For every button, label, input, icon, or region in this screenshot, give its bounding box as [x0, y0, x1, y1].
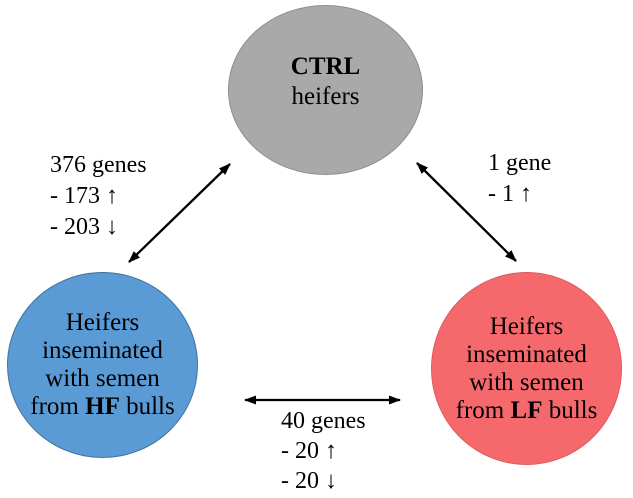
annotation-line: - 1 ↑	[488, 181, 532, 207]
annotation-line: - 20 ↑	[281, 438, 337, 464]
annotation-ctrl-lf: 1 gene - 1 ↑	[488, 148, 551, 210]
node-hf-line4: from HF bulls	[30, 393, 175, 420]
node-lf-line3: with semen	[469, 368, 584, 396]
node-lf-line2: inseminated	[466, 340, 587, 368]
annotation-line: - 203 ↓	[50, 214, 118, 240]
annotation-line: 40 genes	[281, 408, 366, 434]
annotation-line: 1 gene	[488, 150, 552, 176]
annotation-line: - 20 ↓	[281, 468, 337, 494]
node-lf-label: Heifers inseminated with semen from LF b…	[456, 313, 598, 425]
node-hf-line1: Heifers	[65, 309, 140, 336]
arrow-ctrl-lf	[416, 162, 517, 262]
node-lf: Heifers inseminated with semen from LF b…	[431, 272, 622, 465]
node-hf-line2: inseminated	[42, 337, 163, 364]
node-ctrl-label: CTRL heifers	[291, 52, 360, 112]
node-lf-line1: Heifers	[489, 312, 564, 340]
arrow-ctrl-hf	[128, 163, 231, 263]
node-ctrl-subtitle: heifers	[291, 83, 360, 110]
annotation-hf-lf: 40 genes - 20 ↑ - 20 ↓	[281, 406, 366, 496]
annotation-line: 376 genes	[50, 152, 147, 178]
node-ctrl: CTRL heifers	[228, 5, 423, 175]
node-hf-label: Heifers inseminated with semen from HF b…	[30, 309, 174, 421]
node-hf: Heifers inseminated with semen from HF b…	[7, 272, 198, 458]
node-hf-line3: with semen	[45, 365, 160, 392]
annotation-ctrl-hf: 376 genes - 173 ↑ - 203 ↓	[50, 150, 147, 243]
annotation-line: - 173 ↑	[50, 183, 118, 209]
node-ctrl-title: CTRL	[290, 53, 361, 80]
node-lf-line4: from LF bulls	[455, 396, 598, 424]
